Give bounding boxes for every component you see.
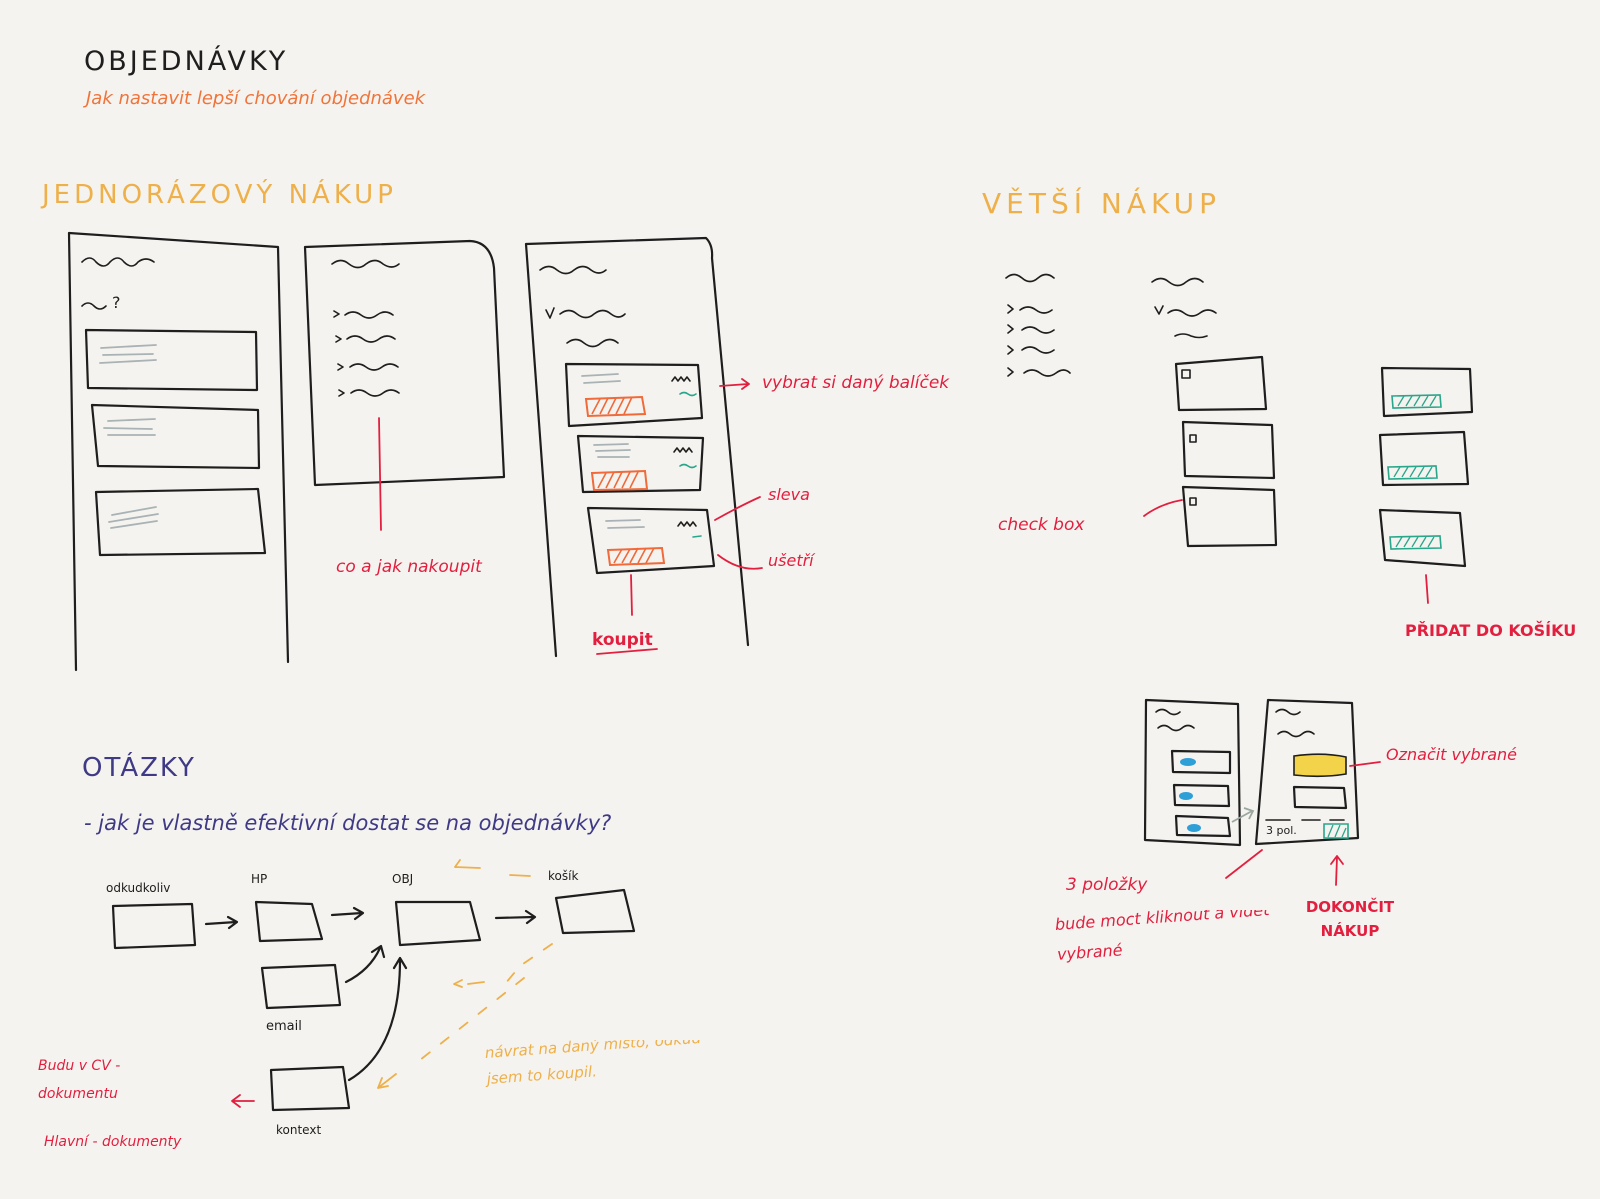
selected-dot-3 <box>1187 824 1201 832</box>
selected-dot-2 <box>1179 792 1193 800</box>
selected-dot-1 <box>1180 758 1196 766</box>
flow-node-4-label: košík <box>548 869 578 883</box>
flow-diagram: odkudkoliv HP OBJ košík email kontext <box>106 859 636 1137</box>
note-checkbox: check box <box>998 515 1085 535</box>
package-card-1 <box>564 362 704 428</box>
flow-node-4 <box>554 888 636 935</box>
flow-node-2 <box>254 900 324 943</box>
checkbox-cards <box>1174 355 1278 548</box>
flow-node-3-label: OBJ <box>392 872 413 886</box>
mini-panel-list <box>1143 698 1242 847</box>
mini-panel-cart: 3 pol. <box>1254 698 1360 846</box>
flow-node-5 <box>260 963 342 1010</box>
note-items-detail: bude moct kliknout a vidět vybrané <box>1054 910 1270 964</box>
note-items-count: 3 položky <box>1066 875 1148 895</box>
card-2 <box>90 403 261 470</box>
flow-node-6-label: kontext <box>276 1123 321 1137</box>
wireframe-bigger-menu <box>1005 273 1217 377</box>
page-subtitle: Jak nastavit lepší chování objednávek <box>83 88 427 109</box>
note-what-how-much: co a jak nakoupit <box>336 557 483 577</box>
cart-count-label: 3 pol. <box>1266 824 1297 837</box>
note-savings: ušetří <box>768 551 816 570</box>
wireframe-screen-menu <box>303 239 506 531</box>
add-to-cart-cards <box>1378 366 1474 568</box>
flow-node-1 <box>111 902 197 950</box>
svg-text:?: ? <box>112 293 121 312</box>
flow-node-6 <box>269 1065 351 1112</box>
package-card-3 <box>586 506 716 575</box>
note-buy: koupit <box>592 630 653 650</box>
card-1 <box>84 328 259 392</box>
heading-bigger-purchase: VĚTŠÍ NÁKUP <box>982 186 1221 220</box>
flow-node-2-label: HP <box>251 872 267 886</box>
heading-questions: OTÁZKY <box>82 751 196 783</box>
note-return: návrat na daný místo, odkud jsem to koup… <box>484 1040 702 1088</box>
heading-single-purchase: JEDNORÁZOVÝ NÁKUP <box>40 178 397 210</box>
note-choose-package: vybrat si daný balíček <box>762 373 950 393</box>
note-add-to-cart: PŘIDAT DO KOŠÍKU <box>1405 621 1576 640</box>
note-finish-purchase: DOKONČIT NÁKUP <box>1305 898 1395 940</box>
question-1: - jak je vlastně efektivní dostat se na … <box>84 811 611 835</box>
wireframe-screen-packages <box>524 236 750 658</box>
flow-node-1-label: odkudkoliv <box>106 881 170 895</box>
note-cv: Budu v CV - dokumentu <box>38 1058 121 1102</box>
card-3 <box>94 487 267 557</box>
arrow-choose-package <box>719 378 750 390</box>
note-highlight-selected: Označit vybrané <box>1386 745 1517 764</box>
note-home: Hlavní - dokumenty <box>44 1134 182 1150</box>
flow-node-3 <box>394 900 482 947</box>
note-discount: sleva <box>768 485 810 504</box>
package-card-2 <box>576 434 705 494</box>
wireframe-screen-list: ? <box>67 231 290 672</box>
page-title: OBJEDNÁVKY <box>84 45 288 77</box>
flow-node-5-label: email <box>266 1019 302 1034</box>
highlighted-item <box>1293 753 1347 778</box>
